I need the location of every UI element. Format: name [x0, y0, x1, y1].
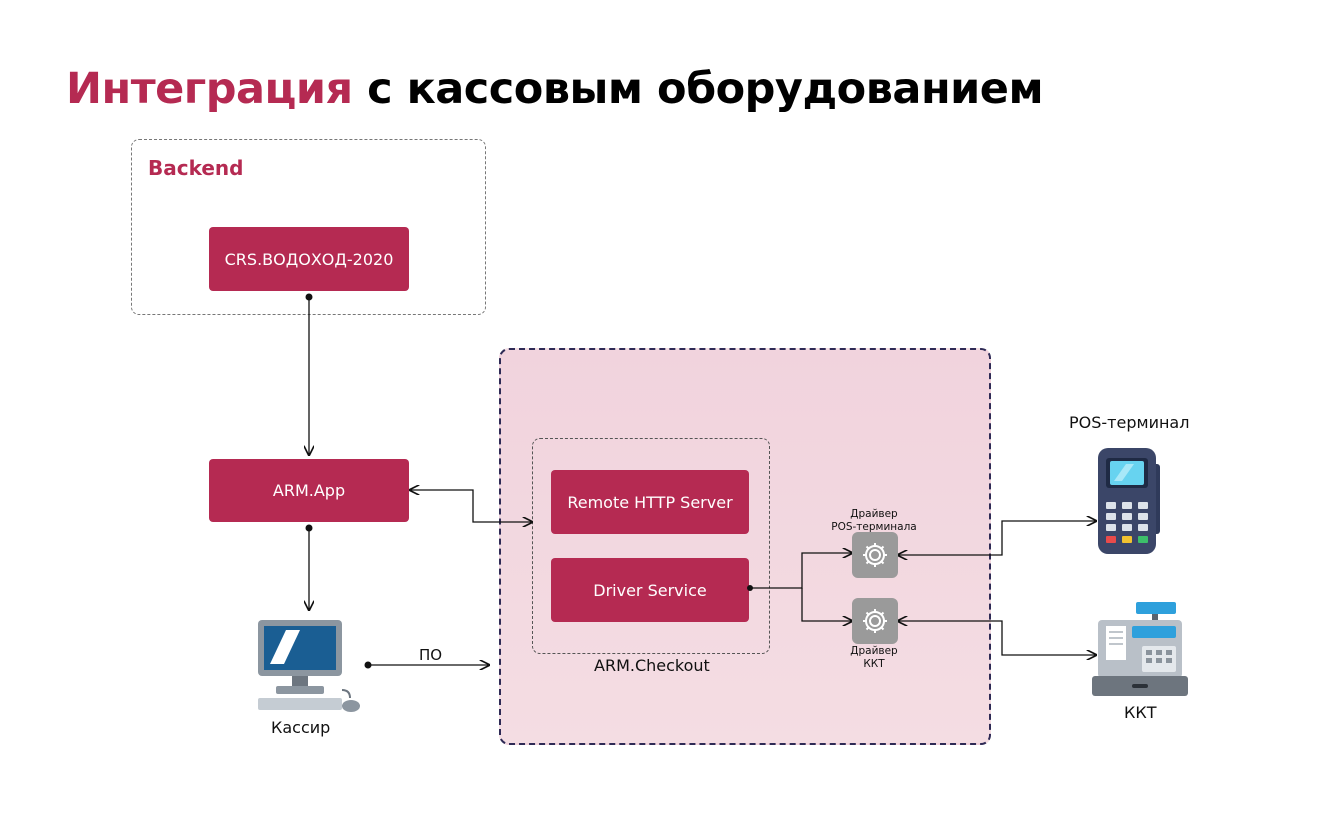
driver-pos-label: Драйвер POS-терминала [822, 508, 926, 534]
driver-pos-label-line1: Драйвер [850, 508, 898, 520]
driver-service-node[interactable]: Driver Service [551, 558, 749, 622]
driver-pos-gear-icon[interactable] [852, 532, 898, 578]
page-title: Интеграция с кассовым оборудованием [66, 64, 1044, 114]
title-accent: Интеграция [66, 64, 353, 114]
driver-kkt-gear-icon[interactable] [852, 598, 898, 644]
computer-icon [258, 620, 360, 712]
driver-kkt-label: Драйвер ККТ [822, 645, 926, 671]
kkt-label: ККТ [1124, 703, 1157, 722]
pos-terminal-label: POS-терминал [1069, 413, 1190, 432]
software-edge-label: ПО [419, 646, 443, 664]
remote-http-server-node[interactable]: Remote HTTP Server [551, 470, 749, 534]
driver-kkt-label-line2: ККТ [863, 658, 885, 670]
title-rest: с кассовым оборудованием [352, 64, 1044, 114]
backend-label: Backend [148, 156, 244, 180]
cashier-label: Кассир [271, 718, 331, 737]
checkout-inner-group [532, 438, 770, 654]
arm-app-node[interactable]: ARM.App [209, 459, 409, 522]
driver-kkt-label-line1: Драйвер [850, 645, 898, 657]
arm-checkout-label: ARM.Checkout [594, 656, 710, 675]
cash-register-icon [1092, 602, 1188, 696]
pos-terminal-icon [1098, 448, 1160, 554]
gear-icon [863, 609, 887, 633]
driver-pos-label-line2: POS-терминала [831, 521, 917, 533]
gear-icon [863, 543, 887, 567]
crs-node[interactable]: CRS.ВОДОХОД-2020 [209, 227, 409, 291]
